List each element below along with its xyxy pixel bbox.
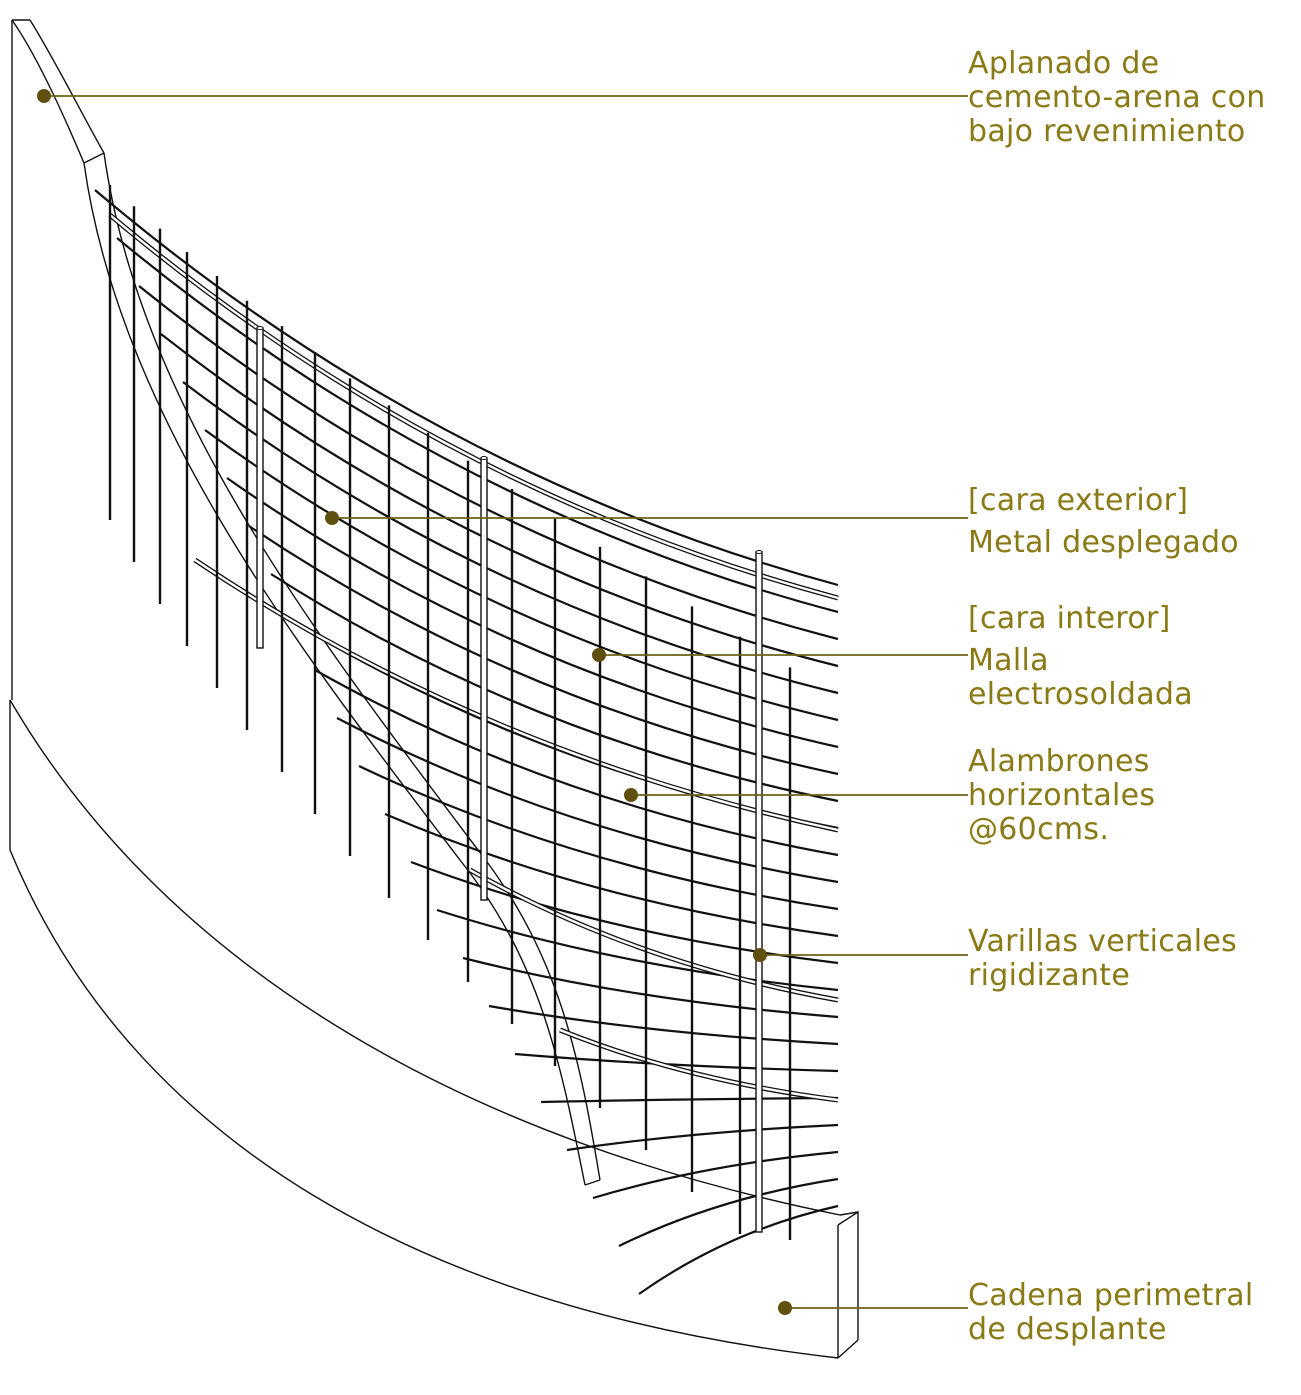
label-plaster: Aplanado de cemento-arena con bajo reven…: [968, 47, 1266, 149]
horizontal-rod-core: [109, 214, 839, 600]
label-vertical-rods: Varillas verticales rigidizante: [968, 925, 1237, 993]
label-line: cemento-arena con: [968, 80, 1266, 115]
label-ring-beam: Cadena perimetral de desplante: [968, 1279, 1254, 1347]
leader-dot: [778, 1301, 792, 1315]
callout-leaders: [37, 89, 968, 1315]
curved-wall-outline: [9, 19, 859, 1359]
horizontal-wire: [182, 381, 839, 695]
plaster-bottom: [584, 1179, 601, 1186]
horizontal-wire: [204, 429, 839, 722]
label-line: @60cms.: [968, 812, 1110, 847]
vertical-rod-cap: [480, 456, 488, 460]
horizontal-wire: [436, 908, 839, 992]
label-line: [cara interor]: [968, 601, 1171, 636]
horizontal-wire: [592, 1150, 839, 1200]
label-line: de desplante: [968, 1312, 1167, 1347]
label-line: Alambrones: [968, 744, 1150, 779]
horizontal-wire: [336, 717, 839, 884]
ring-beam-top-edge: [9, 699, 841, 1216]
label-line: electrosoldada: [968, 677, 1193, 712]
label-line: Cadena perimetral: [968, 1278, 1254, 1313]
horizontal-rod: [108, 213, 839, 601]
label-line: Metal desplegado: [968, 525, 1239, 560]
leader-dot: [624, 788, 638, 802]
horizontal-wire: [638, 1204, 839, 1295]
plaster-cut-edge-2: [103, 152, 601, 1181]
plaster-top-cap: [12, 19, 105, 164]
plaster-top-outer: [11, 19, 85, 164]
plaster-top-inner: [29, 19, 105, 154]
label-line: [cara exterior]: [968, 483, 1189, 518]
horizontal-wire: [488, 1004, 839, 1046]
horizontal-wire: [566, 1123, 839, 1152]
horizontal-wire: [540, 1096, 839, 1104]
label-line: Malla: [968, 643, 1049, 678]
horizontal-wire: [384, 812, 839, 938]
horizontal-wire: [138, 285, 839, 641]
leader-dot: [325, 511, 339, 525]
label-metal-lath: [cara exterior] Metal desplegado: [968, 480, 1239, 564]
horizontal-wire: [116, 237, 839, 614]
label-line: bajo revenimiento: [968, 114, 1246, 149]
label-welded-mesh: [cara interor] Malla electrosoldada: [968, 602, 1193, 712]
horizontal-wire: [248, 525, 839, 776]
leader-dot: [592, 648, 606, 662]
leader-dot: [37, 89, 51, 103]
horizontal-wire: [94, 189, 839, 587]
leader-dot: [753, 948, 767, 962]
vertical-rod: [256, 327, 264, 649]
label-line: Aplanado de: [968, 46, 1160, 81]
label-line: rigidizante: [968, 958, 1131, 993]
vertical-rod: [755, 551, 763, 1233]
label-horizontal-wires: Alambrones horizontales @60cms.: [968, 745, 1155, 847]
vertical-rod: [480, 457, 488, 901]
reinforcement-mesh: [94, 185, 839, 1295]
horizontal-wire: [358, 765, 839, 911]
plaster-cut-edge: [83, 162, 586, 1186]
label-line: Varillas verticales: [968, 924, 1238, 959]
ring-beam-bottom-edge: [9, 849, 839, 1359]
horizontal-wire: [462, 956, 839, 1019]
ring-beam-end-bottom: [837, 1339, 859, 1359]
horizontal-wire: [410, 860, 839, 965]
label-line: horizontales: [968, 778, 1156, 813]
horizontal-wire: [226, 477, 839, 749]
ring-beam-right-back: [837, 1210, 859, 1340]
ring-beam-end-top: [839, 1211, 859, 1216]
horizontal-wire: [270, 573, 839, 803]
vertical-rod-cap: [256, 326, 264, 330]
horizontal-wire: [618, 1177, 839, 1247]
vertical-rod-cap: [755, 550, 763, 554]
